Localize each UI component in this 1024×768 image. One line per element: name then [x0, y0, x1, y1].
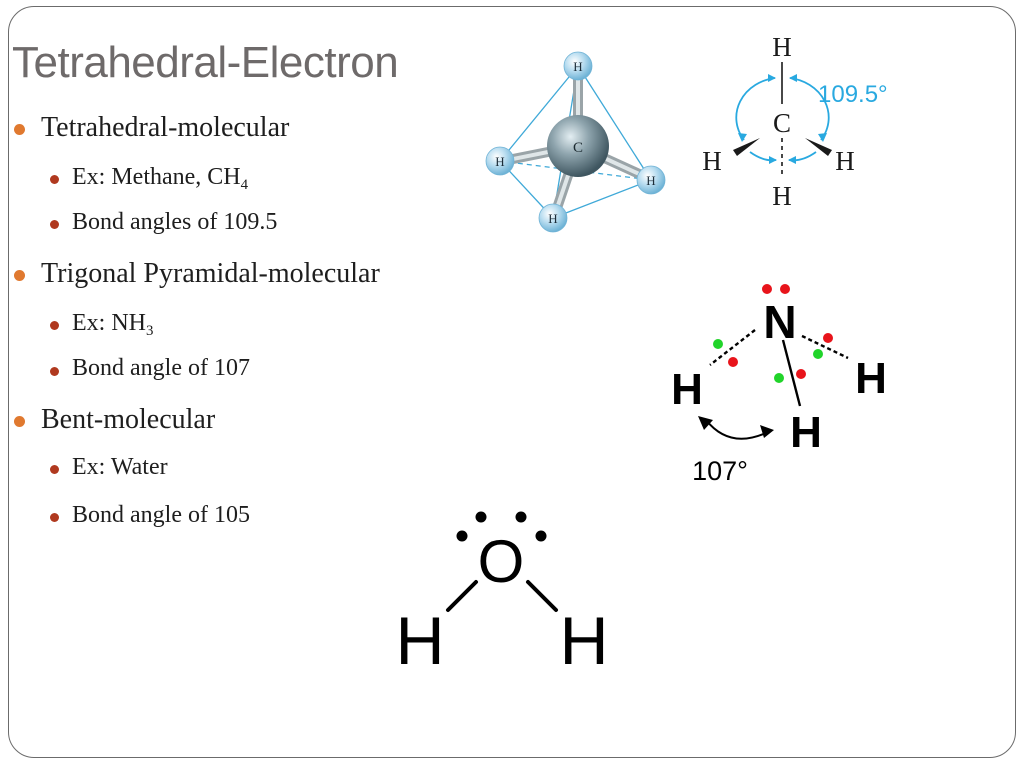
carbon-label: C	[773, 108, 791, 138]
sub-bullet-text: Ex: NH	[72, 310, 146, 336]
angle-arc-107	[705, 419, 769, 440]
lone-pair-electron	[762, 284, 772, 294]
wedge-bond-left	[733, 138, 760, 156]
oxygen-label: O	[478, 528, 525, 595]
bond-pair-electron	[796, 369, 806, 379]
sub-bullet-marker	[50, 513, 59, 522]
sub-bullet-marker	[50, 367, 59, 376]
hydrogen-label: H	[573, 59, 582, 74]
subscript: 3	[146, 323, 154, 340]
bond-pair-electron	[713, 339, 723, 349]
lone-pair-electron	[535, 530, 547, 542]
carbon-label: C	[573, 140, 583, 156]
bullet-marker	[14, 270, 25, 281]
water-bonds	[446, 580, 558, 612]
bullet-marker	[14, 124, 25, 135]
slide-title: Tetrahedral-Electron	[12, 38, 399, 87]
hydrogen-label: H	[495, 154, 504, 169]
left-hydrogen-label: H	[671, 365, 703, 414]
hydrogen-atom	[636, 165, 666, 195]
bottom-hydrogen-label: H	[772, 181, 792, 211]
lone-pair-electron	[475, 511, 487, 523]
sub-bullet-text: Ex: Methane, CH	[72, 164, 241, 190]
sub-bullet-marker	[50, 175, 59, 184]
bond-pair-electron	[774, 373, 784, 383]
sub-bullet-marker	[50, 321, 59, 330]
sub-bullet-angle-107: Bond angle of 107	[72, 355, 250, 381]
bullet-bent-molecular: Bent-molecular	[41, 404, 216, 435]
ammonia-structure: N H H H 107°	[671, 284, 887, 486]
bullet-marker	[14, 416, 25, 427]
bullet-tetrahedral-molecular: Tetrahedral-molecular	[41, 112, 290, 143]
bond-pair-electron	[823, 333, 833, 343]
sub-bullet-angle-109: Bond angles of 109.5	[72, 209, 278, 235]
lone-pair-electron	[515, 511, 527, 523]
nitrogen-label: N	[763, 296, 796, 348]
right-hydrogen-label: H	[855, 354, 887, 403]
sub-bullet-water: Ex: Water	[72, 454, 168, 480]
top-hydrogen-label: H	[772, 32, 792, 62]
lone-pair-electron	[780, 284, 790, 294]
hydrogen-atom	[538, 203, 568, 233]
right-hydrogen-label: H	[835, 146, 855, 176]
water-structure: O H H	[395, 511, 609, 679]
hydrogen-atom	[485, 146, 515, 176]
ammonia-bonds	[709, 329, 849, 407]
sub-bullet-marker	[50, 220, 59, 229]
sub-bullet-ammonia: Ex: NH3	[72, 310, 154, 340]
lone-pair-electron	[456, 530, 468, 542]
bottom-hydrogen-label: H	[790, 408, 822, 457]
sub-bullet-angle-105: Bond angle of 105	[72, 502, 250, 528]
slide-frame	[8, 6, 1016, 758]
wedge-bond-right	[805, 138, 832, 156]
methane-3d-model: C H H H H	[485, 51, 666, 233]
right-hydrogen-label: H	[559, 603, 608, 679]
sub-bullet-methane: Ex: Methane, CH4	[72, 164, 249, 194]
methane-structural-formula: H C H H H 109.5°	[702, 32, 888, 211]
angle-arrowhead	[698, 416, 713, 430]
angle-arrowheads	[738, 74, 827, 164]
sub-bullet-marker	[50, 465, 59, 474]
left-hydrogen-label: H	[702, 146, 722, 176]
subscript: 4	[240, 177, 249, 194]
angle-label-109-5: 109.5°	[818, 81, 888, 108]
angle-label-107: 107°	[692, 456, 748, 486]
hydrogen-atom	[563, 51, 593, 81]
angle-arrowhead	[760, 425, 774, 438]
bond-pair-electron	[813, 349, 823, 359]
hydrogen-atoms: H H H H	[485, 51, 666, 233]
left-hydrogen-label: H	[395, 603, 444, 679]
hydrogen-label: H	[646, 173, 655, 188]
bullet-trigonal-pyramidal: Trigonal Pyramidal-molecular	[41, 258, 380, 289]
carbon-atom	[547, 115, 609, 177]
hydrogen-label: H	[548, 211, 557, 226]
bond-pair-electron	[728, 357, 738, 367]
